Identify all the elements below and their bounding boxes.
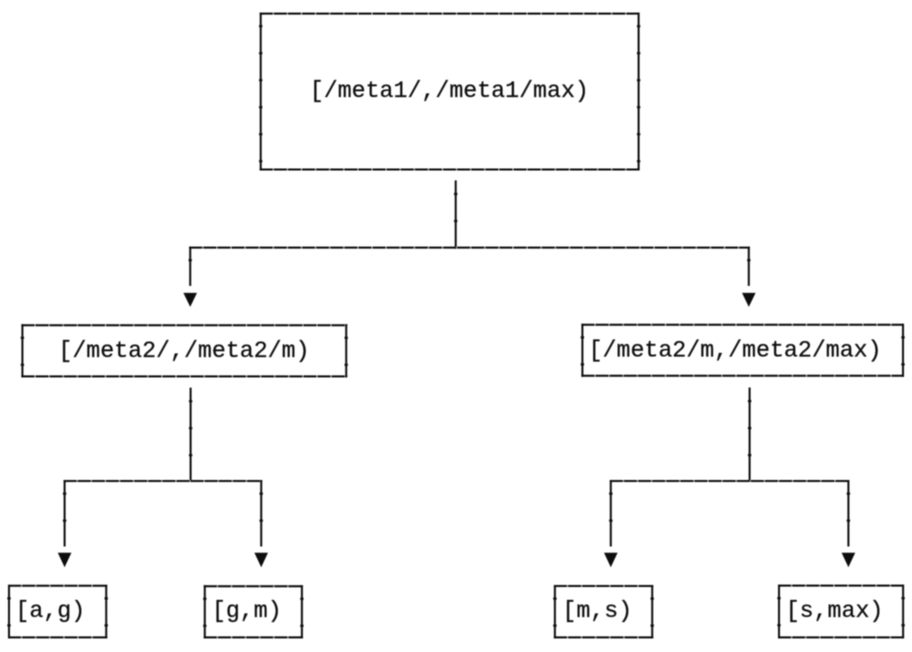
svg-text:[/meta2/m,/meta2/max): [/meta2/m,/meta2/max) xyxy=(589,337,882,363)
svg-text:[g,m): [g,m) xyxy=(212,598,282,624)
svg-text:[s,max): [s,max) xyxy=(786,598,884,624)
svg-text:[/meta1/,/meta1/max): [/meta1/,/meta1/max) xyxy=(310,78,589,104)
svg-text:[m,s): [m,s) xyxy=(562,598,632,624)
svg-text:[/meta2/,/meta2/m): [/meta2/,/meta2/m) xyxy=(58,338,309,364)
svg-text:[a,g): [a,g) xyxy=(15,598,85,624)
